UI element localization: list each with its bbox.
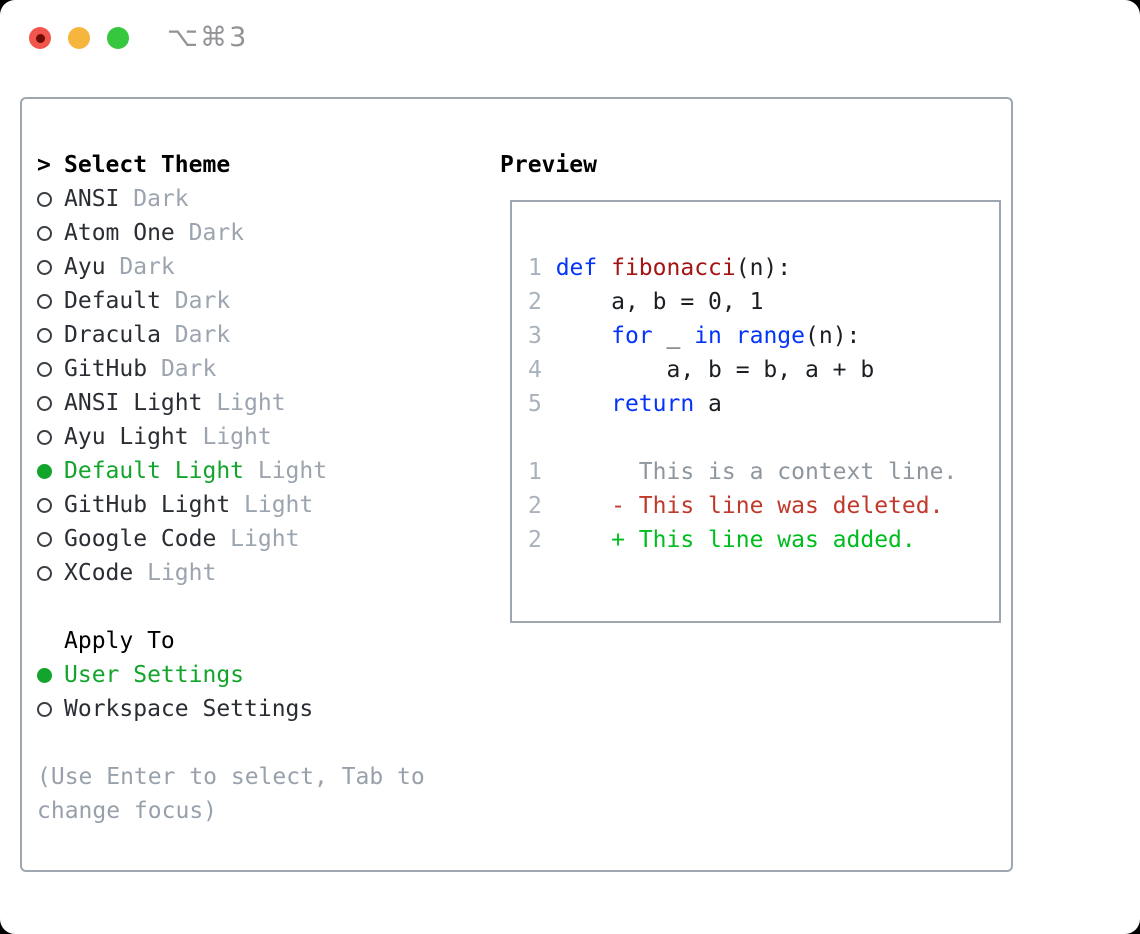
option-variant-label: Dark: [160, 288, 231, 314]
radio-icon: [37, 565, 52, 581]
option-label: ANSI Light: [64, 390, 203, 416]
close-dot-icon: [35, 33, 45, 43]
spacer: [37, 726, 487, 760]
radio-icon: [37, 361, 52, 377]
option-label: GitHub: [64, 356, 148, 382]
option-label: GitHub Light: [64, 492, 231, 518]
apply-option-user-settings[interactable]: User Settings: [37, 658, 487, 692]
theme-option-github[interactable]: GitHub Dark: [37, 352, 487, 386]
radio-icon: [37, 429, 52, 445]
preview-line: 5 return a: [528, 391, 722, 417]
theme-option-ansi-light[interactable]: ANSI Light Light: [37, 386, 487, 420]
preview-code: 1 def fibonacci(n): 2 a, b = 0, 1 3 for _ …: [528, 217, 999, 557]
preview-pane: 1 def fibonacci(n): 2 a, b = 0, 1 3 for _ …: [510, 200, 1001, 623]
option-label: Atom One: [64, 220, 175, 246]
option-variant-label: Dark: [119, 186, 189, 212]
theme-option-ayu[interactable]: Ayu Dark: [37, 250, 487, 284]
focus-cursor-icon: >: [37, 152, 51, 178]
close-button[interactable]: [29, 27, 51, 49]
theme-option-default-light[interactable]: Default Light Light: [37, 454, 487, 488]
option-variant-label: Dark: [147, 356, 217, 382]
option-label: Google Code: [64, 526, 217, 552]
radio-icon: [37, 259, 52, 275]
radio-icon: [37, 395, 52, 411]
option-variant-label: Dark: [105, 254, 175, 280]
zoom-button[interactable]: [107, 27, 129, 49]
option-label: XCode: [64, 560, 134, 586]
theme-option-default[interactable]: Default Dark: [37, 284, 487, 318]
option-variant-label: Dark: [174, 220, 245, 246]
apply-option-workspace-settings[interactable]: Workspace Settings: [37, 692, 487, 726]
option-variant-label: Light: [202, 390, 286, 416]
option-label: Default: [64, 288, 161, 314]
option-label: User Settings: [64, 662, 245, 688]
select-theme-header-row: > Select Theme: [37, 148, 487, 182]
radio-icon: [37, 497, 52, 513]
radio-icon: [37, 191, 52, 207]
radio-icon: [37, 293, 52, 309]
preview-line: 2 - This line was deleted.: [528, 493, 944, 519]
option-variant-label: Light: [133, 560, 217, 586]
option-label: Dracula: [64, 322, 161, 348]
radio-icon: [37, 531, 52, 547]
preview-line: 1 def fibonacci(n):: [528, 255, 792, 281]
preview-header: Preview: [500, 152, 597, 178]
preview-line: 1 This is a context line.: [528, 459, 958, 485]
titlebar: ⌥⌘3: [0, 0, 1140, 76]
radio-icon: [37, 701, 52, 717]
apply-to-header-row: Apply To: [37, 624, 487, 658]
option-variant-label: Light: [188, 424, 272, 450]
select-theme-header: Select Theme: [64, 152, 231, 178]
theme-option-dracula[interactable]: Dracula Dark: [37, 318, 487, 352]
theme-option-atom-one[interactable]: Atom One Dark: [37, 216, 487, 250]
preview-line: [528, 421, 999, 455]
preview-line: 3 for _ in range(n):: [528, 323, 861, 349]
help-text: (Use Enter to select, Tab to change focu…: [37, 764, 425, 824]
theme-option-xcode[interactable]: XCode Light: [37, 556, 487, 590]
apply-to-header: Apply To: [64, 628, 175, 654]
theme-option-ayu-light[interactable]: Ayu Light Light: [37, 420, 487, 454]
theme-option-github-light[interactable]: GitHub Light Light: [37, 488, 487, 522]
option-label: ANSI: [64, 186, 120, 212]
radio-icon: [37, 327, 52, 343]
option-variant-label: Light: [230, 492, 314, 518]
option-label: Workspace Settings: [64, 696, 314, 722]
option-label: Default Light: [64, 458, 245, 484]
radio-selected-icon: [37, 667, 52, 683]
option-variant-label: Light: [244, 458, 328, 484]
theme-option-ansi[interactable]: ANSI Dark: [37, 182, 487, 216]
option-label: Ayu Light: [64, 424, 189, 450]
traffic-lights: [29, 27, 129, 49]
preview-line: 2 + This line was added.: [528, 527, 916, 553]
option-variant-label: Light: [216, 526, 300, 552]
radio-selected-icon: [37, 463, 52, 479]
minimize-button[interactable]: [68, 27, 90, 49]
window-title: ⌥⌘3: [167, 22, 249, 53]
option-label: Ayu: [64, 254, 106, 280]
option-variant-label: Dark: [160, 322, 231, 348]
preview-line: 4 a, b = b, a + b: [528, 357, 875, 383]
radio-icon: [37, 225, 52, 241]
preview-line: [528, 217, 999, 251]
preview-line: 2 a, b = 0, 1: [528, 289, 764, 315]
spacer: [37, 590, 487, 624]
theme-option-google-code[interactable]: Google Code Light: [37, 522, 487, 556]
